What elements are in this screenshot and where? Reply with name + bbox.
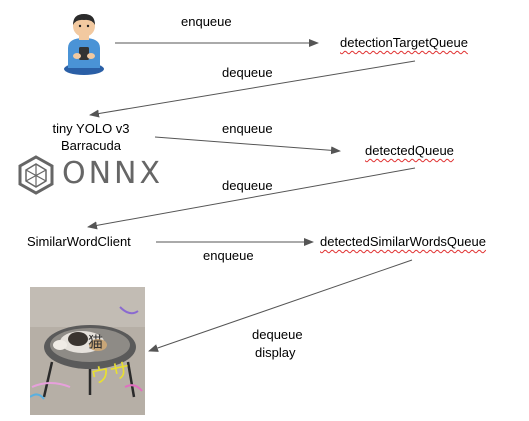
onnx-logo-icon: [18, 155, 54, 195]
arrow-detected-queue-to-similar-word-client: [87, 167, 416, 230]
arrow-words-queue-to-photo: [148, 259, 413, 352]
edge-label-enqueue-1: enqueue: [181, 14, 232, 29]
detected-queue: detectedQueue: [365, 143, 454, 158]
cat-photo: 猫 ウサ: [30, 287, 145, 415]
tiny-yolo-label: tiny YOLO v3: [52, 121, 130, 136]
edge-label-dequeue-1: dequeue: [222, 65, 273, 80]
detected-similar-words-queue: detectedSimilarWordsQueue: [320, 234, 486, 249]
edge-label-enqueue-2: enqueue: [222, 121, 273, 136]
cat-photo-drawing: [30, 287, 145, 415]
user-with-phone-icon: [64, 14, 104, 75]
edge-label-dequeue-3: dequeue: [252, 327, 303, 342]
edge-label-enqueue-3: enqueue: [203, 248, 254, 263]
detection-target-queue: detectionTargetQueue: [340, 35, 468, 50]
arrow-yolo-to-detected-queue: [154, 136, 341, 155]
barracuda-label: Barracuda: [61, 138, 121, 153]
photo-word-cat: 猫: [88, 333, 104, 351]
onnx-logo-text: ONNX: [62, 156, 164, 191]
edge-label-display: display: [255, 345, 296, 360]
similar-word-client-label: SimilarWordClient: [27, 234, 131, 249]
edge-label-dequeue-2: dequeue: [222, 178, 273, 193]
arrow-detection-target-queue-to-yolo: [89, 60, 416, 118]
